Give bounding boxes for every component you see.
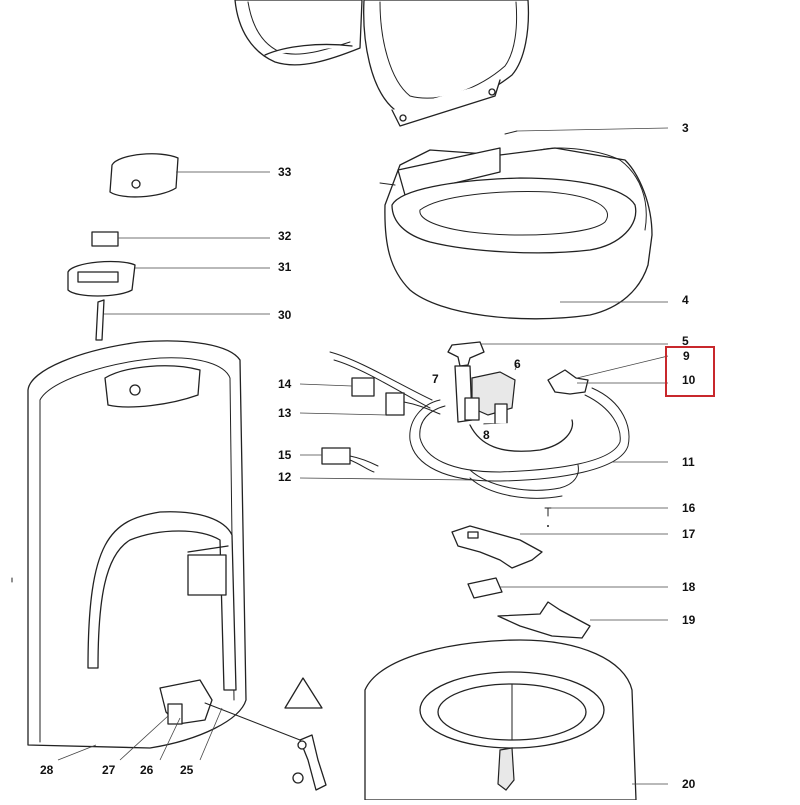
- flush-valve-assembly-drawing: [299, 341, 669, 499]
- part-number-13: 13: [278, 406, 292, 420]
- seat-lid-drawing: [234, 0, 530, 127]
- part-number-12: 12: [278, 470, 292, 484]
- part-number-26: 26: [140, 763, 154, 777]
- part-number-31: 31: [278, 260, 292, 274]
- part-number-6: 6: [514, 357, 521, 371]
- housing-panel-drawing: [11, 340, 247, 761]
- part-number-7: 7: [432, 372, 439, 386]
- part-number-18: 18: [682, 580, 696, 594]
- part-number-8: 8: [483, 428, 490, 442]
- part-number-4: 4: [682, 293, 689, 307]
- bowl-top-drawing: [379, 147, 668, 320]
- part-number-3: 3: [682, 121, 689, 135]
- valve-mechanism-drawing: [119, 677, 327, 791]
- part-number-10: 10: [682, 373, 696, 387]
- waste-tank-drawing: [364, 639, 668, 801]
- screw-drawing: [544, 507, 668, 527]
- part-number-25: 25: [180, 763, 194, 777]
- blade-holder-drawing: [451, 525, 668, 569]
- highlight-box-parts-9-10: [665, 346, 715, 397]
- part-number-15: 15: [278, 448, 292, 462]
- part-number-32: 32: [278, 229, 292, 243]
- part-number-30: 30: [278, 308, 292, 322]
- blade-drawing: [497, 601, 668, 639]
- electrical-components-drawing: [299, 377, 441, 473]
- part-number-19: 19: [682, 613, 696, 627]
- block-drawing: [467, 577, 668, 599]
- part-number-16: 16: [682, 501, 696, 515]
- part-number-27: 27: [102, 763, 116, 777]
- part-number-5: 5: [682, 334, 689, 348]
- part-number-20: 20: [682, 777, 696, 791]
- control-panel-parts-drawing: [67, 153, 270, 341]
- part-number-9: 9: [683, 349, 690, 363]
- hinge-pin-drawing: [504, 127, 669, 135]
- part-number-17: 17: [682, 527, 696, 541]
- part-number-14: 14: [278, 377, 292, 391]
- part-number-11: 11: [682, 455, 695, 469]
- part-number-28: 28: [40, 763, 54, 777]
- part-number-33: 33: [278, 165, 292, 179]
